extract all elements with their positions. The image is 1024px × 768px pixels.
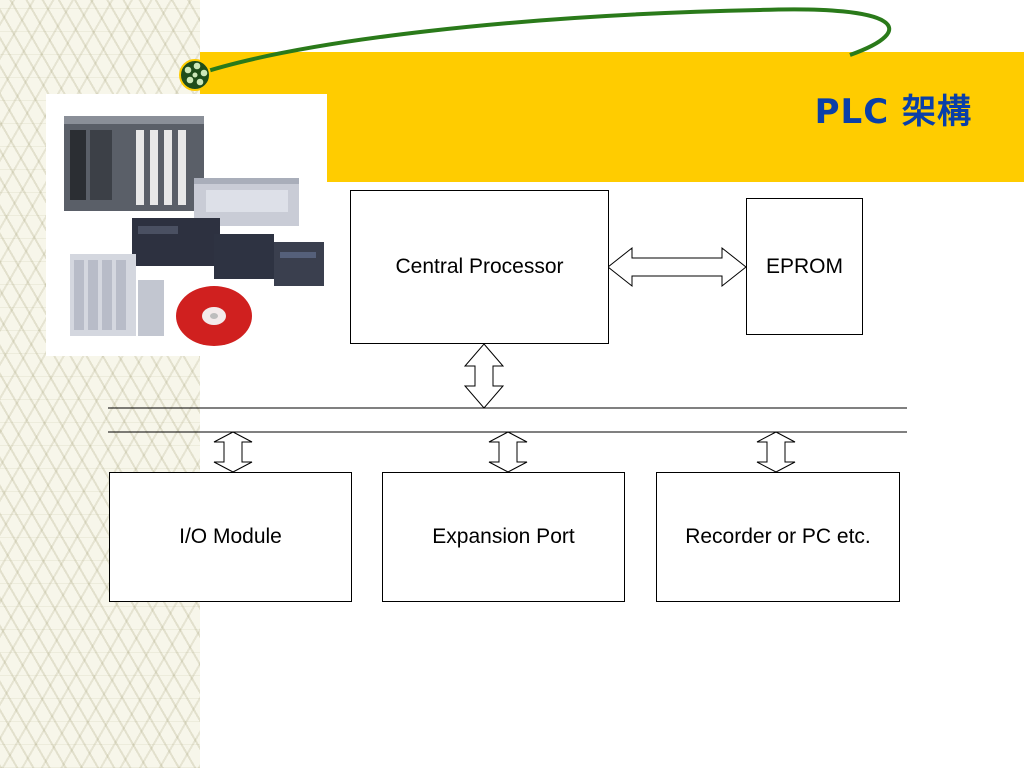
io-module-label: I/O Module: [179, 525, 282, 548]
eprom-box: EPROM: [746, 198, 863, 335]
expansion-port-box: Expansion Port: [382, 472, 625, 602]
central-processor-label: Central Processor: [395, 255, 564, 278]
expansion-port-label: Expansion Port: [432, 525, 575, 548]
plc-product-photo: [46, 94, 327, 356]
title-band: [200, 52, 1024, 182]
eprom-label: EPROM: [765, 254, 843, 278]
io-module-box: I/O Module: [109, 472, 352, 602]
recorder-label: Recorder or PC etc.: [685, 525, 871, 548]
connector-node-icon: [179, 59, 211, 91]
central-processor-box: Central Processor: [350, 190, 609, 344]
page-title: PLC 架構: [814, 92, 972, 132]
recorder-box: Recorder or PC etc.: [656, 472, 900, 602]
